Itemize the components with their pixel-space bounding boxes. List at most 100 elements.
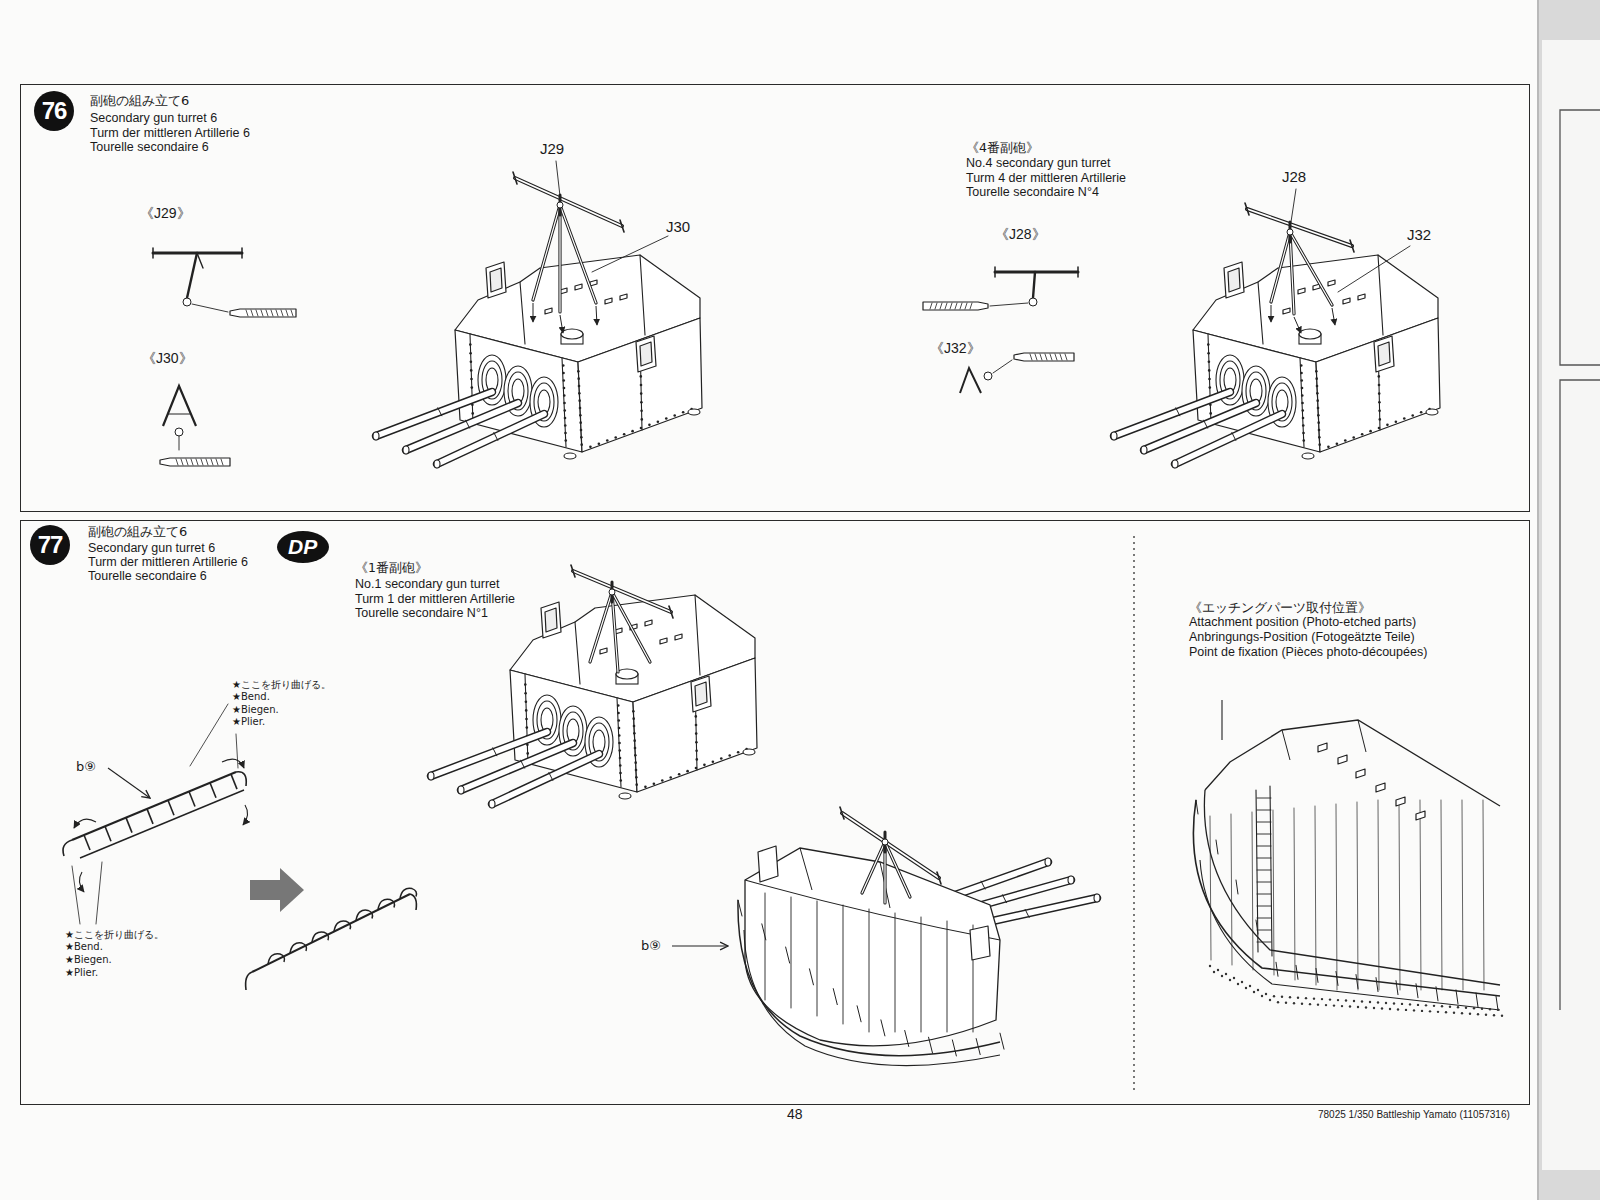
grating xyxy=(1341,1005,1343,1007)
rangefinder-window xyxy=(695,682,707,706)
leader-line xyxy=(72,866,80,924)
rangefinder-hood xyxy=(970,926,990,960)
attachment-detail xyxy=(1193,700,1503,1017)
ladder-rung xyxy=(1257,906,1271,907)
roof-vent xyxy=(645,620,652,626)
leader-line xyxy=(592,236,668,272)
tripod-legs xyxy=(960,368,981,393)
tool-grip xyxy=(261,310,263,316)
rivet xyxy=(580,436,583,439)
grating xyxy=(1221,975,1223,977)
roof-vent xyxy=(1356,769,1365,778)
rivet xyxy=(1315,377,1318,380)
barrel-step xyxy=(438,408,442,416)
railing-post xyxy=(1336,971,1338,985)
rivet xyxy=(1378,427,1381,430)
bend-note: ★Plier. xyxy=(232,716,265,727)
rear-panel-line xyxy=(791,897,792,1008)
rivet xyxy=(563,402,566,405)
tripod-brace xyxy=(168,414,190,415)
tool-grip xyxy=(181,459,183,465)
gun-barrel xyxy=(492,754,599,804)
rivet xyxy=(634,754,637,757)
rivet xyxy=(1403,417,1406,420)
rivet xyxy=(618,734,621,737)
grating xyxy=(1501,1014,1503,1016)
rivet xyxy=(737,751,740,754)
tool-grip xyxy=(251,310,253,316)
muzzle xyxy=(428,772,434,780)
grating xyxy=(1389,1008,1391,1010)
rivet xyxy=(1420,411,1423,414)
rivet xyxy=(1317,421,1320,424)
railing-post xyxy=(1216,840,1218,854)
etched-part-number: b⑨ xyxy=(76,759,96,774)
grating xyxy=(1437,1011,1439,1013)
tool-grip xyxy=(271,310,273,316)
antenna-bar xyxy=(573,571,671,612)
muzzle xyxy=(458,786,464,794)
rivet xyxy=(1316,399,1319,402)
rivet xyxy=(1207,352,1210,355)
leader-line xyxy=(96,862,102,924)
grating xyxy=(1421,1010,1423,1012)
tool-grip xyxy=(970,303,972,309)
railing-post xyxy=(833,989,837,1005)
grating xyxy=(1393,1002,1395,1004)
rail-hook xyxy=(410,894,416,910)
insert-arrow xyxy=(1332,308,1335,325)
roof-edge xyxy=(640,255,645,335)
insert-arrow xyxy=(1271,305,1272,322)
tool-grip xyxy=(196,459,198,465)
bend-arrow xyxy=(243,805,248,825)
rail-rung xyxy=(312,932,329,942)
muzzle xyxy=(1045,858,1051,866)
detail-note: Anbringungs-Position (Fotogeätzte Teile) xyxy=(1189,630,1415,644)
railing-post xyxy=(1296,965,1298,979)
antenna-hub xyxy=(557,202,563,208)
roof-edge xyxy=(1378,255,1383,335)
rivet xyxy=(641,418,644,421)
grating xyxy=(1349,1005,1351,1007)
panel-line xyxy=(1357,802,1358,990)
tool-grip xyxy=(960,303,962,309)
rivet xyxy=(1301,387,1304,390)
gun-barrel xyxy=(1114,392,1230,436)
railing-low xyxy=(1200,860,1500,1010)
ladder-rung xyxy=(1257,942,1271,943)
rail-bar xyxy=(80,790,244,858)
rivet xyxy=(634,761,637,764)
applicator xyxy=(160,458,230,466)
turret-body xyxy=(745,848,1000,1046)
railing-post xyxy=(1396,981,1398,995)
gun-barrel xyxy=(431,732,547,776)
leader-line xyxy=(236,734,238,768)
roof-vent xyxy=(620,294,627,300)
antenna-end xyxy=(1350,240,1354,252)
antenna-end xyxy=(937,872,941,884)
bend-note: ★Biegen. xyxy=(232,704,279,715)
muzzle xyxy=(1094,894,1100,902)
rivet xyxy=(1316,385,1319,388)
part-callout: 《J32》 xyxy=(930,340,981,358)
antenna-bar xyxy=(515,178,622,226)
rivet xyxy=(619,764,622,767)
antenna-leg xyxy=(1290,232,1294,314)
antenna-leg xyxy=(560,205,596,303)
antenna-leg xyxy=(612,592,650,662)
panel-line xyxy=(1231,814,1232,965)
grating xyxy=(1213,971,1215,973)
rail-rung xyxy=(378,899,395,909)
roof-vent xyxy=(1396,797,1405,806)
antenna-base xyxy=(1221,700,1222,740)
grating xyxy=(1385,1002,1387,1004)
tool-grip xyxy=(945,303,947,309)
variant-note: No.1 secondary gun turret xyxy=(355,577,500,591)
grating xyxy=(1493,1014,1495,1016)
grating xyxy=(1409,1003,1411,1005)
grating xyxy=(1245,987,1247,989)
rivet xyxy=(640,410,643,413)
rivet xyxy=(1315,370,1318,373)
rivet xyxy=(617,712,620,715)
tool-grip xyxy=(1030,354,1032,360)
